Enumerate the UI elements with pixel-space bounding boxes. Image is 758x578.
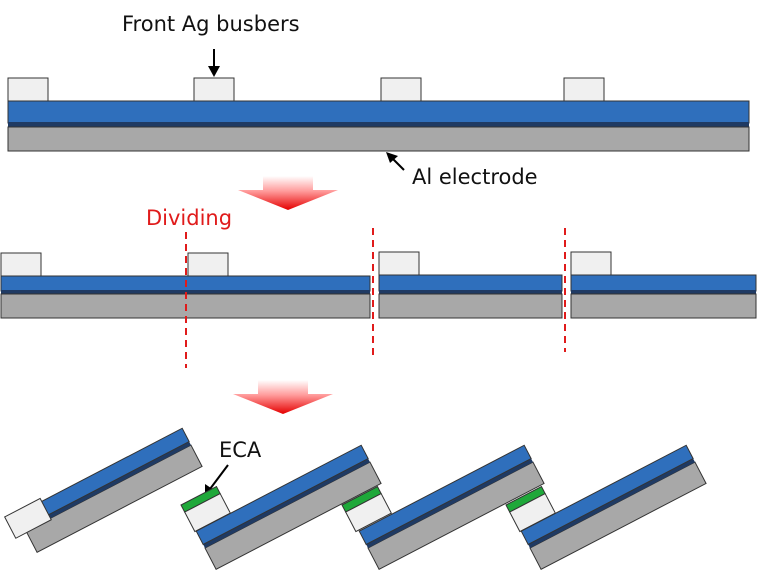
dividing-label: Dividing <box>146 206 232 230</box>
shingled-cell-2 <box>195 444 382 570</box>
silicon-layer <box>7 100 750 124</box>
busbars-label: Front Ag busbers <box>122 12 300 36</box>
shingled-cell-4 <box>520 444 707 570</box>
front-ag-busbar <box>0 252 42 278</box>
silicon-layer <box>378 274 563 292</box>
dark-interface-layer <box>24 441 191 531</box>
dark-interface-layer <box>571 290 756 294</box>
eca-joint <box>505 485 557 533</box>
front-ag-busbar <box>3 497 52 539</box>
electrode-label: Al electrode <box>412 165 538 189</box>
electrode-pointer-arrow <box>386 152 405 171</box>
front-ag-busbar <box>345 492 393 533</box>
silicon-layer <box>358 444 532 546</box>
front-ag-busbar <box>380 77 422 103</box>
dark-interface-layer <box>528 458 695 548</box>
al-electrode-layer <box>570 293 757 319</box>
dark-interface-layer <box>8 122 749 127</box>
front-ag-busbar <box>570 251 612 277</box>
front-ag-busbar <box>7 77 49 103</box>
shingled-cell-3 <box>358 444 545 570</box>
process-arrow-icon <box>238 176 338 210</box>
silicon-layer <box>195 444 369 546</box>
busbar-pointer-arrow <box>208 49 220 77</box>
dark-interface-layer <box>203 458 370 548</box>
front-ag-busbar <box>193 77 235 103</box>
full-cell <box>7 77 750 152</box>
front-ag-busbar <box>187 252 229 278</box>
eca-joint <box>180 485 232 533</box>
front-ag-busbar <box>378 251 420 277</box>
dark-interface-layer <box>366 458 533 548</box>
al-electrode-layer <box>378 293 563 319</box>
front-ag-busbar <box>563 77 605 103</box>
eca-label: ECA <box>219 438 262 462</box>
al-electrode-layer <box>7 126 750 152</box>
divided-strip-2 <box>378 251 563 319</box>
shingled-cell-1 <box>16 427 203 553</box>
dark-interface-layer <box>379 290 562 294</box>
eca-joint <box>341 485 393 533</box>
silicon-layer <box>520 444 694 546</box>
process-arrow-icon <box>233 380 333 414</box>
silicon-layer <box>570 274 757 292</box>
divided-strip-3 <box>570 251 757 319</box>
